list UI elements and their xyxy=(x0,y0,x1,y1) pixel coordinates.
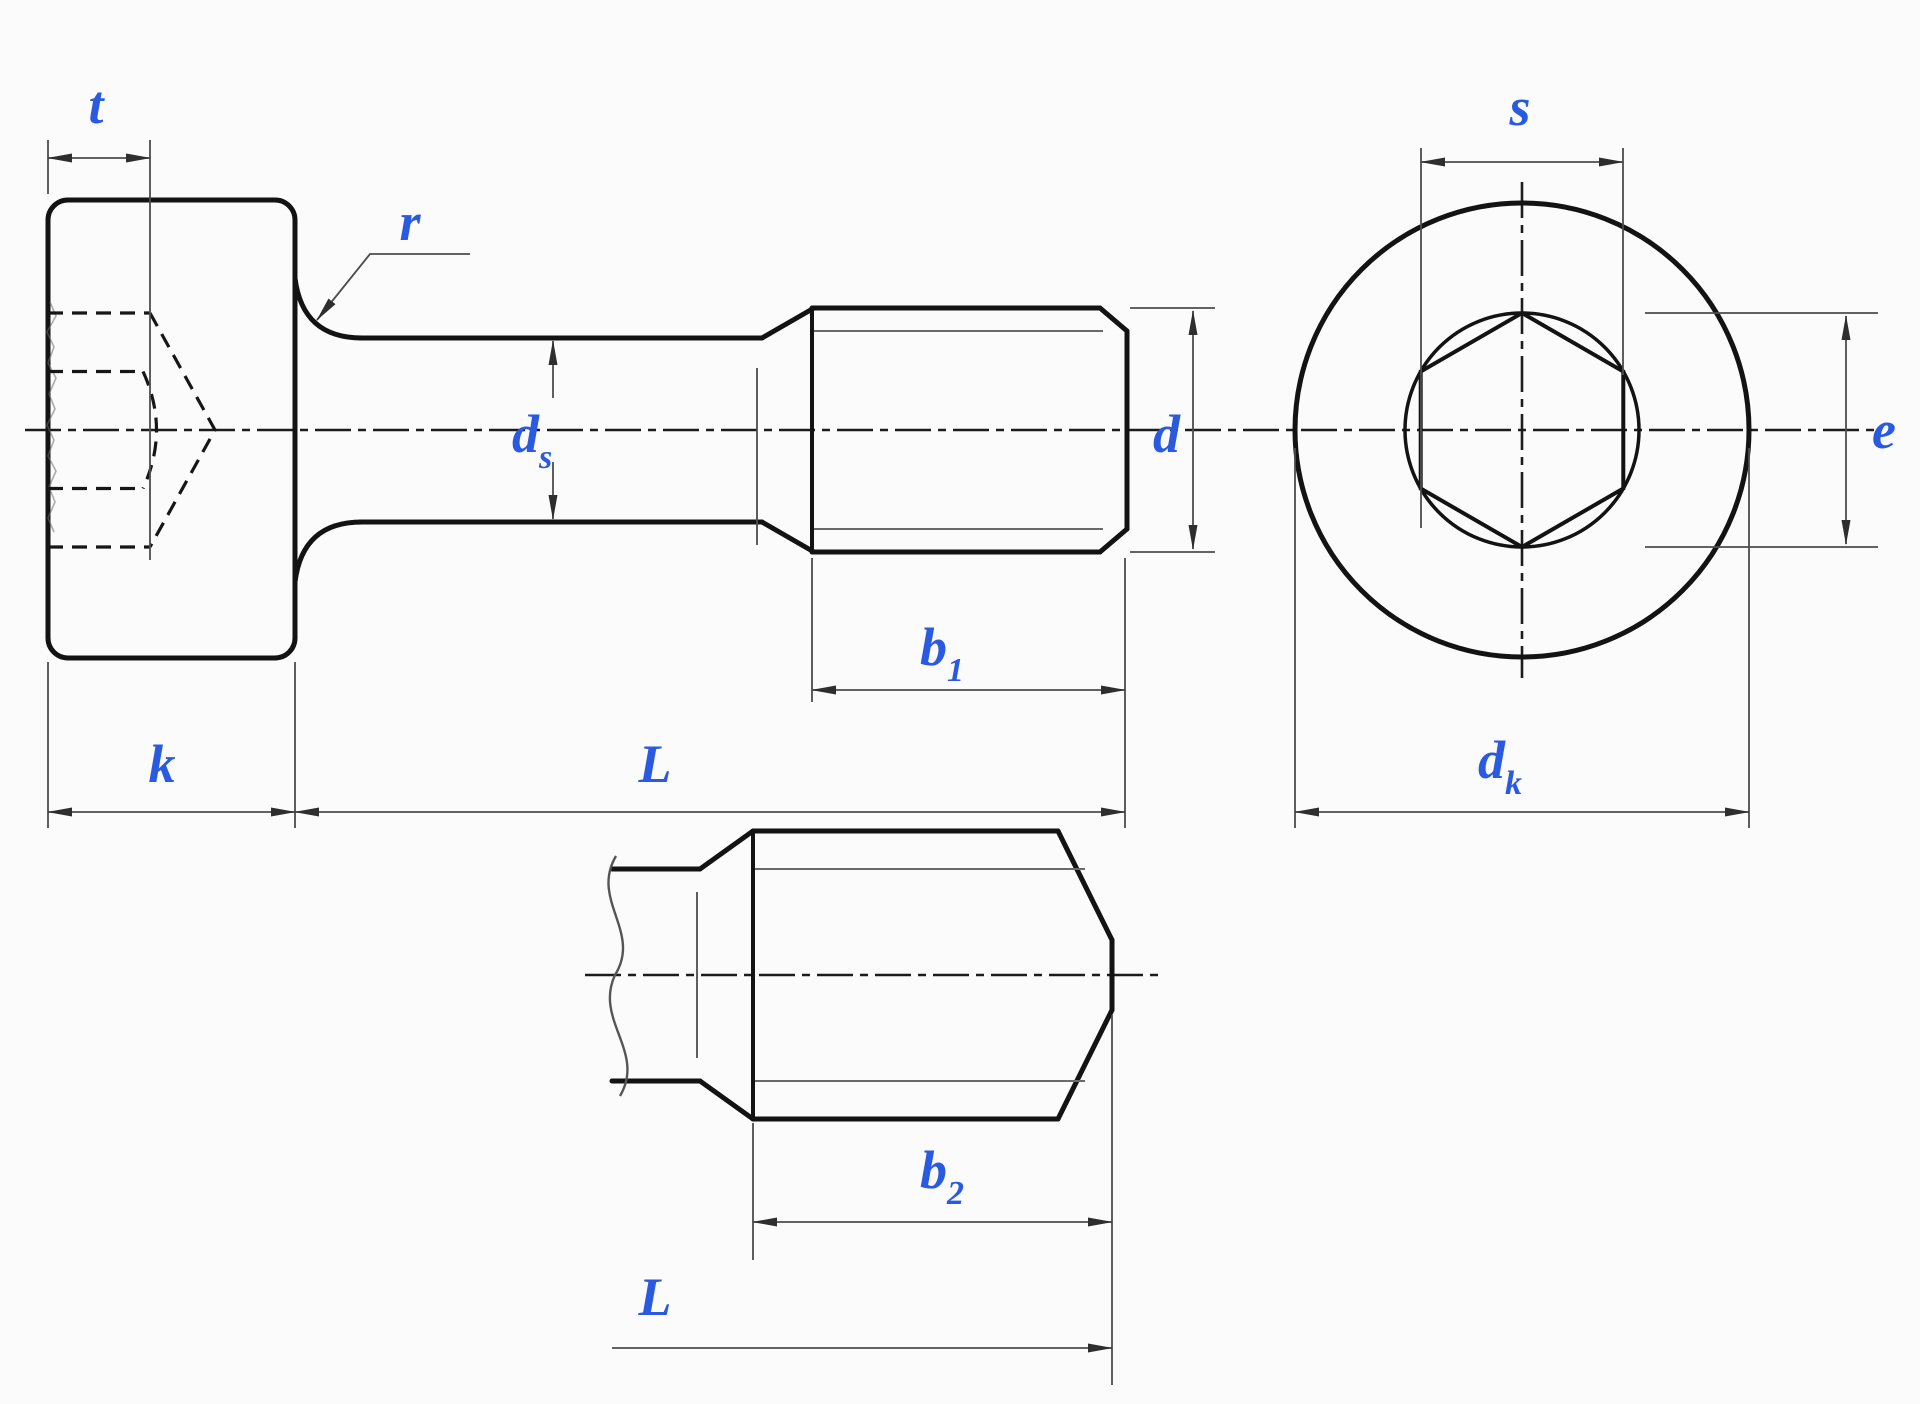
label-head-diameter: dk xyxy=(1478,730,1522,802)
label-ds-base: d xyxy=(512,404,540,464)
label-dk-base: d xyxy=(1478,730,1506,790)
end-chamfer-top xyxy=(1097,305,1130,334)
side-view xyxy=(45,197,1130,661)
thread-root-lines xyxy=(46,301,1103,533)
end-chamfer-bottom xyxy=(1097,526,1130,555)
dimension-labels: t r ds d b1 k L s e dk b2 L xyxy=(88,75,1895,1327)
label-k-base: k xyxy=(149,734,176,794)
label-e-base: e xyxy=(1872,400,1896,460)
bottom-view xyxy=(609,828,1115,1122)
label-d-base: d xyxy=(1153,404,1181,464)
head-fillet-bottom xyxy=(292,519,365,585)
label-s-base: s xyxy=(1508,77,1530,137)
point-cone-bottom xyxy=(1055,1007,1115,1122)
label-t-base: t xyxy=(88,75,105,135)
label-socket-across-corners: e xyxy=(1872,400,1896,460)
extension-lines xyxy=(47,140,1878,1385)
label-b1-sub: 1 xyxy=(947,652,964,689)
head-fillet-top xyxy=(292,275,365,341)
bottom-view-thin-lines xyxy=(607,855,1085,1097)
label-thread-length-1: b1 xyxy=(920,617,964,689)
r-leader-line xyxy=(316,253,470,321)
hex-socket-hidden-lines xyxy=(48,311,217,549)
label-socket-across-flats: s xyxy=(1508,77,1530,137)
thread-runout-top xyxy=(759,305,817,341)
label-b2-sub: 2 xyxy=(946,1175,964,1212)
label-dk-sub: k xyxy=(1505,765,1522,802)
break-wavy-line xyxy=(607,855,629,1097)
label-socket-depth: t xyxy=(88,75,105,135)
socket-cone xyxy=(148,312,217,548)
point-cone-top xyxy=(1055,828,1115,943)
head-circle xyxy=(1292,200,1752,660)
label-overall-length-bottom: L xyxy=(638,1267,672,1327)
label-fillet-radius: r xyxy=(399,192,421,252)
socket-flat-arc xyxy=(141,370,159,490)
label-thread-length-2: b2 xyxy=(920,1140,964,1212)
dimension-lines xyxy=(47,153,1851,1353)
label-l-bottom-base: L xyxy=(638,1267,672,1327)
label-l-top-base: L xyxy=(638,734,672,794)
thread-runout-bottom xyxy=(759,519,817,555)
center-lines xyxy=(25,182,1878,977)
label-b2-base: b xyxy=(920,1140,947,1200)
label-r-base: r xyxy=(399,192,421,252)
label-overall-length-top: L xyxy=(638,734,672,794)
label-thread-diameter: d xyxy=(1153,404,1181,464)
thread-runout-top-2 xyxy=(697,828,756,872)
thread-runout-bottom-2 xyxy=(697,1078,756,1122)
label-head-height: k xyxy=(149,734,176,794)
head-knurl-mark xyxy=(46,301,57,533)
label-ds-sub: s xyxy=(538,439,552,476)
label-shank-diameter: ds xyxy=(512,404,552,476)
label-b1-base: b xyxy=(920,617,947,677)
